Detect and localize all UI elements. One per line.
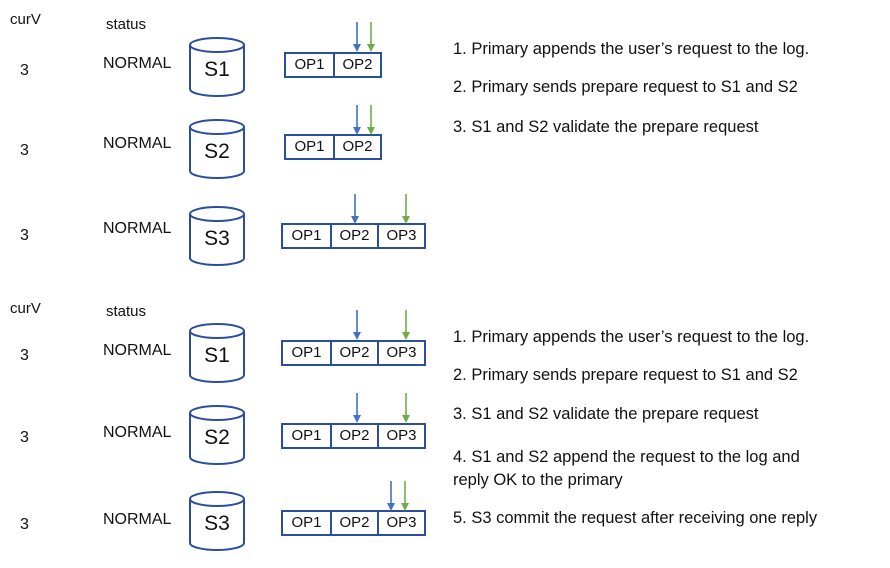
step-text: 1. Primary appends the user’s request to…	[453, 40, 810, 58]
op-arrow-green	[402, 393, 410, 423]
server-cylinder: S2	[188, 404, 246, 466]
database-icon	[189, 491, 245, 551]
commit-arrow-blue	[353, 105, 361, 135]
log-box: OP1 OP2	[284, 52, 382, 78]
log-entry: OP3	[377, 512, 424, 534]
database-icon	[189, 405, 245, 465]
curv-value: 3	[20, 516, 29, 533]
log-entry: OP3	[377, 342, 424, 364]
server-label: S2	[204, 140, 230, 163]
log-entry: OP2	[330, 425, 377, 447]
curv-header: curV	[10, 11, 41, 28]
curv-value: 3	[20, 429, 29, 446]
curv-header: curV	[10, 300, 41, 317]
database-icon	[189, 119, 245, 179]
log-entry: OP1	[291, 427, 322, 444]
log-box: OP1 OP2 OP3	[281, 510, 426, 536]
log-entry: OP1	[291, 514, 322, 531]
commit-arrow-blue	[353, 310, 361, 340]
op-arrow-green	[402, 310, 410, 340]
log-entry: OP3	[377, 425, 424, 447]
server-cylinder: S1	[188, 36, 246, 98]
status-value: NORMAL	[103, 220, 172, 237]
status-value: NORMAL	[103, 55, 172, 72]
server-label: S1	[204, 344, 230, 367]
database-icon	[189, 323, 245, 383]
server-label: S3	[204, 227, 230, 250]
database-icon	[189, 37, 245, 97]
log-box: OP1 OP2 OP3	[281, 223, 426, 249]
op-arrow-green	[401, 481, 409, 511]
commit-arrow-blue	[387, 481, 395, 511]
curv-value: 3	[20, 347, 29, 364]
server-cylinder: S3	[188, 490, 246, 552]
status-header: status	[106, 303, 147, 320]
status-value: NORMAL	[103, 424, 172, 441]
log-entry: OP2	[330, 225, 377, 247]
step-text: 1. Primary appends the user’s request to…	[453, 328, 810, 346]
server-label: S1	[204, 58, 230, 81]
step-text: 3. S1 and S2 validate the prepare reques…	[453, 405, 759, 423]
commit-arrow-blue	[353, 22, 361, 52]
status-value: NORMAL	[103, 135, 172, 152]
log-entry: OP3	[377, 225, 424, 247]
step-text: 3. S1 and S2 validate the prepare reques…	[453, 118, 759, 136]
log-entry: OP2	[330, 512, 377, 534]
step-text: reply OK to the primary	[453, 471, 623, 489]
status-value: NORMAL	[103, 342, 172, 359]
server-cylinder: S1	[188, 322, 246, 384]
op-arrow-green	[402, 194, 410, 224]
log-entry: OP2	[333, 54, 380, 76]
log-entry: OP1	[291, 344, 322, 361]
database-icon	[189, 206, 245, 266]
op-arrow-green	[367, 22, 375, 52]
step-text: 2. Primary sends prepare request to S1 a…	[453, 366, 798, 384]
step-text: 5. S3 commit the request after receiving…	[453, 509, 818, 527]
server-cylinder: S3	[188, 205, 246, 267]
log-entry: OP1	[294, 138, 325, 155]
step-text: 2. Primary sends prepare request to S1 a…	[453, 78, 798, 96]
server-cylinder: S2	[188, 118, 246, 180]
curv-value: 3	[20, 62, 29, 79]
op-arrow-green	[367, 105, 375, 135]
log-box: OP1 OP2 OP3	[281, 423, 426, 449]
commit-arrow-blue	[353, 393, 361, 423]
log-entry: OP2	[333, 136, 380, 158]
curv-value: 3	[20, 142, 29, 159]
log-entry: OP1	[291, 227, 322, 244]
log-box: OP1 OP2 OP3	[281, 340, 426, 366]
status-header: status	[106, 16, 147, 33]
server-label: S2	[204, 426, 230, 449]
curv-value: 3	[20, 227, 29, 244]
step-text: 4. S1 and S2 append the request to the l…	[453, 448, 800, 466]
server-label: S3	[204, 512, 230, 535]
status-value: NORMAL	[103, 511, 172, 528]
commit-arrow-blue	[351, 194, 359, 224]
log-entry: OP2	[330, 342, 377, 364]
log-box: OP1 OP2	[284, 134, 382, 160]
log-entry: OP1	[294, 56, 325, 73]
